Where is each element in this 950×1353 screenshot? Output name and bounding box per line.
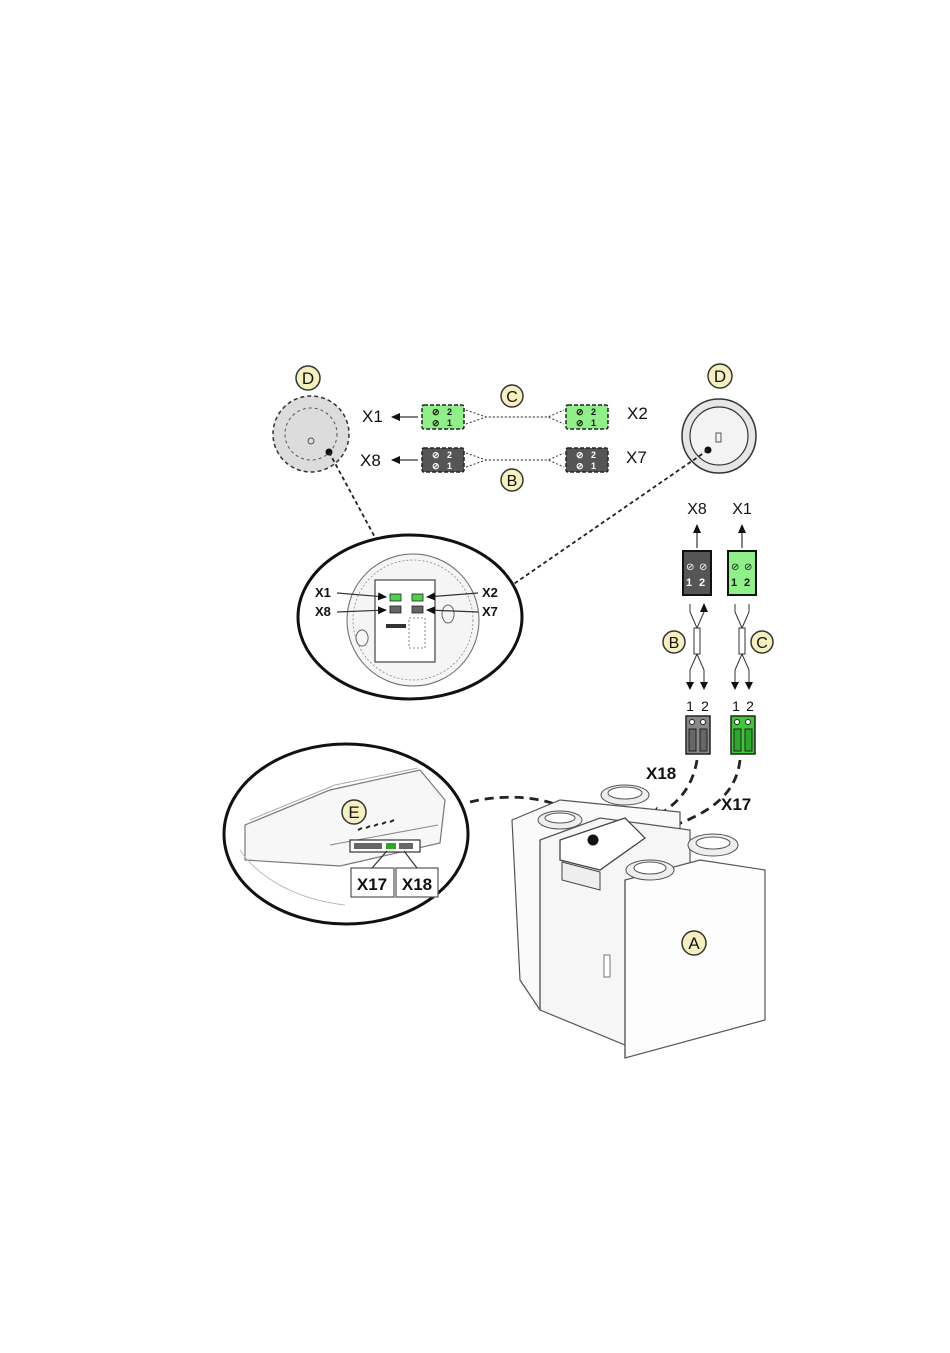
svg-text:1: 1 [591,461,596,471]
badge-d-right: D [708,364,732,388]
svg-text:⊘: ⊘ [432,461,440,471]
label-x8-detail: X8 [315,604,331,619]
svg-text:⊘: ⊘ [432,418,440,428]
svg-text:⊘: ⊘ [576,418,584,428]
label-x18-panel: X18 [402,875,432,894]
svg-text:⊘: ⊘ [699,562,707,573]
label-x17-panel: X17 [357,875,387,894]
badge-b-right: B [663,631,685,653]
svg-text:2: 2 [699,577,705,589]
svg-text:2: 2 [591,450,596,460]
badge-b-top-label: B [507,473,518,490]
svg-text:1: 1 [686,577,692,589]
svg-text:1: 1 [686,698,694,714]
label-x17-arrow: X17 [721,795,751,814]
svg-text:1: 1 [591,418,596,428]
svg-text:2: 2 [701,698,709,714]
svg-text:1: 1 [731,577,737,589]
label-x7-detail: X7 [482,604,498,619]
label-x8-top: X8 [360,451,381,470]
badge-d-left: D [296,366,320,390]
control-left [273,396,349,472]
label-x2-detail: X2 [482,585,498,600]
cable-c-top: ⊘ 2 ⊘ 1 ⊘ 2 ⊘ 1 [422,405,608,429]
svg-text:⊘: ⊘ [686,562,694,573]
label-x1-top: X1 [362,407,383,426]
cable-b-vertical [686,604,708,690]
badge-e-label: E [348,803,359,822]
svg-text:⊘: ⊘ [432,450,440,460]
badge-a-label: A [688,934,700,953]
cable-c-vertical [731,604,753,690]
svg-text:2: 2 [447,407,452,417]
badge-d-right-label: D [714,367,726,386]
label-x7-top: X7 [626,448,647,467]
badge-c-right: C [751,631,773,653]
svg-text:2: 2 [447,450,452,460]
svg-text:1: 1 [732,698,740,714]
badge-e: E [342,800,366,824]
svg-text:2: 2 [746,698,754,714]
svg-text:1: 1 [447,461,452,471]
svg-text:⊘: ⊘ [432,407,440,417]
label-x18-arrow: X18 [646,764,676,783]
badge-c-top-label: C [506,389,518,406]
svg-text:⊘: ⊘ [576,407,584,417]
badge-b-right-label: B [669,635,680,652]
svg-text:2: 2 [744,577,750,589]
cable-b-top: ⊘ 2 ⊘ 1 ⊘ 2 ⊘ 1 [422,448,608,472]
badge-d-left-label: D [302,369,314,388]
svg-text:⊘: ⊘ [744,562,752,573]
label-x8-right: X8 [687,501,707,518]
plug-x18 [686,716,710,754]
svg-text:2: 2 [591,407,596,417]
connector-x1-plug: ⊘ ⊘ 1 2 [728,551,756,595]
badge-c-top: C [501,385,523,407]
svg-text:⊘: ⊘ [576,450,584,460]
svg-text:⊘: ⊘ [576,461,584,471]
badge-a: A [682,931,706,955]
badge-c-right-label: C [756,635,768,652]
ventilation-unit [512,785,765,1058]
label-x1-detail: X1 [315,585,331,600]
svg-text:1: 1 [447,418,452,428]
label-x2-top: X2 [627,404,648,423]
control-right [682,399,756,473]
label-x1-right: X1 [732,501,752,518]
svg-text:⊘: ⊘ [731,562,739,573]
plug-x17 [731,716,755,754]
connector-x8-plug: ⊘ ⊘ 1 2 [683,551,711,595]
badge-b-top: B [501,469,523,491]
